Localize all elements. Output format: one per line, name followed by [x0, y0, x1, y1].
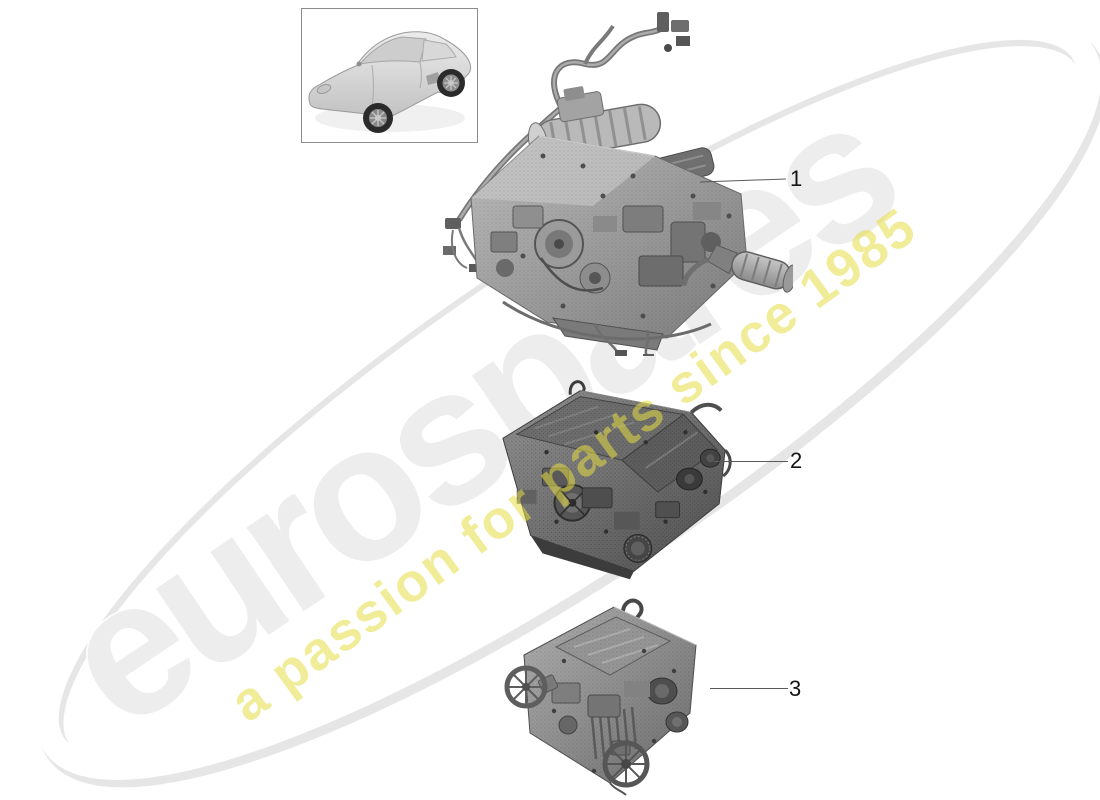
part-label-2[interactable]: 2 [790, 448, 803, 473]
part-label-1[interactable]: 1 [790, 166, 803, 191]
engine-2-illustration[interactable] [487, 372, 745, 582]
engine-3-illustration[interactable] [504, 591, 716, 796]
engine-long-block-icon [502, 380, 732, 580]
vehicle-thumbnail [301, 8, 478, 143]
leader-line-3 [710, 688, 788, 689]
engine-short-block-icon [504, 598, 697, 796]
leader-line-2 [713, 461, 788, 462]
part-label-3[interactable]: 3 [789, 676, 802, 701]
porsche-coupe-three-quarter-icon [308, 31, 472, 133]
